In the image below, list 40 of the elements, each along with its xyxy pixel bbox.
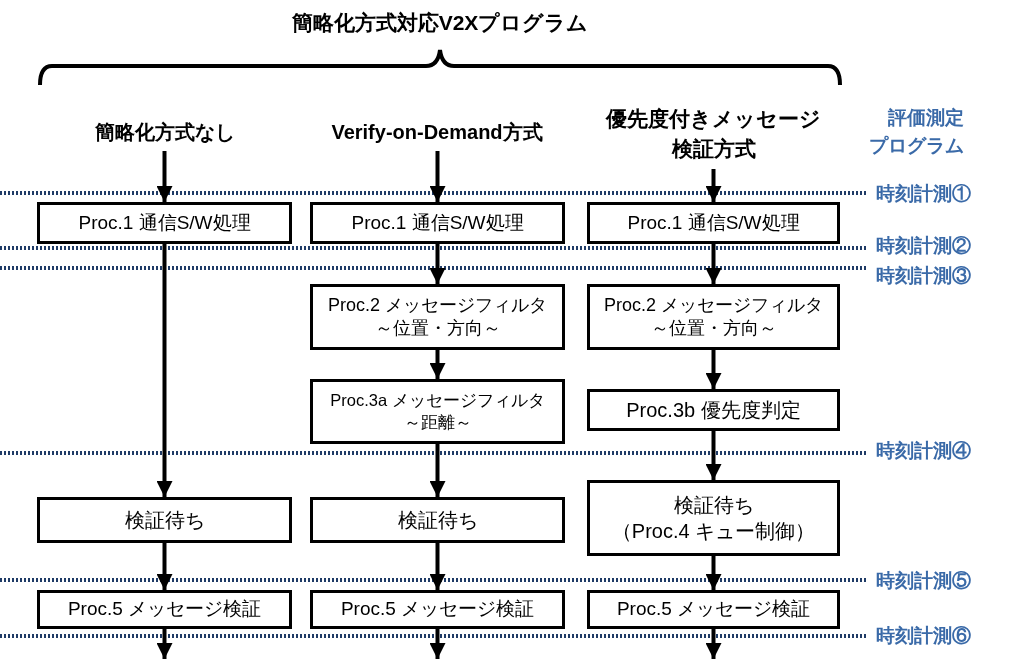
process-box: Proc.5 メッセージ検証 <box>587 590 840 629</box>
process-box: Proc.5 メッセージ検証 <box>310 590 565 629</box>
process-box: Proc.1 通信S/W処理 <box>310 202 565 244</box>
arrow <box>705 350 722 389</box>
timing-label: 時刻計測③ <box>876 264 971 288</box>
arrow <box>429 629 446 659</box>
arrow <box>705 431 722 480</box>
process-box: Proc.2 メッセージフィルタ～位置・方向～ <box>310 284 565 350</box>
process-box: Proc.2 メッセージフィルタ～位置・方向～ <box>587 284 840 350</box>
arrow <box>705 244 722 284</box>
column-heading: Verify-on-Demand方式 <box>317 118 557 147</box>
timing-label: 時刻計測④ <box>876 439 971 463</box>
column-heading: 簡略化方式なし <box>60 118 270 147</box>
process-box: Proc.3a メッセージフィルタ～距離～ <box>310 379 565 444</box>
arrow <box>156 629 173 659</box>
arrow <box>429 244 446 284</box>
timing-label: 時刻計測② <box>876 234 971 258</box>
process-box: Proc.1 通信S/W処理 <box>37 202 292 244</box>
arrow <box>429 444 446 497</box>
column-heading: 優先度付きメッセージ検証方式 <box>606 104 821 165</box>
process-box: 検証待ち <box>310 497 565 543</box>
box-text: （Proc.4 キュー制御） <box>611 519 816 544</box>
arrow <box>705 629 722 659</box>
side-label: 評価測定プログラム <box>867 106 965 158</box>
arrow <box>429 151 446 202</box>
process-box: Proc.1 通信S/W処理 <box>587 202 840 244</box>
title: 簡略化方式対応V2Xプログラム <box>290 10 590 36</box>
timing-label: 時刻計測⑤ <box>876 569 971 593</box>
process-box <box>587 480 840 556</box>
timing-label: 時刻計測⑥ <box>876 624 971 648</box>
arrow <box>156 244 173 497</box>
process-box: 検証待ち <box>37 497 292 543</box>
arrow <box>156 543 173 590</box>
arrow <box>429 350 446 379</box>
process-box: Proc.3b 優先度判定 <box>587 389 840 431</box>
box-text: 検証待ち <box>673 493 754 518</box>
timing-label: 時刻計測① <box>876 182 971 206</box>
arrow <box>429 543 446 590</box>
process-box: Proc.5 メッセージ検証 <box>37 590 292 629</box>
arrow <box>156 151 173 202</box>
